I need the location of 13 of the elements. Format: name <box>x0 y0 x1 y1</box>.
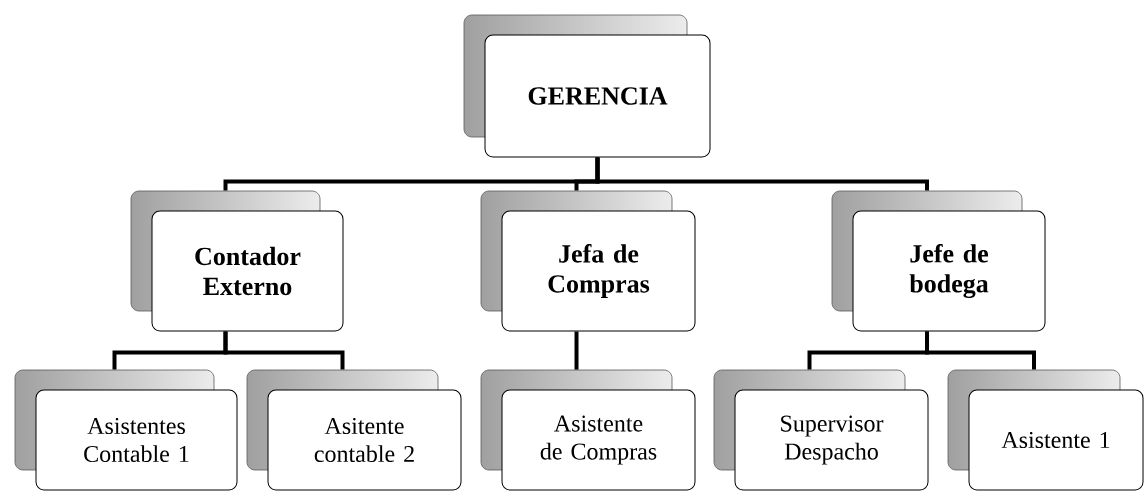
connector-line <box>595 157 929 191</box>
org-box: Asitente contable 2 <box>246 369 462 491</box>
org-box: Jefe de bodega <box>831 190 1046 332</box>
org-box: Jefa de Compras <box>480 190 696 332</box>
connector-line <box>574 331 579 370</box>
org-box: Contador Externo <box>130 190 344 332</box>
org-box: Asistentes Contable 1 <box>14 369 238 491</box>
org-box: GERENCIA <box>463 14 711 158</box>
connector-line <box>223 331 345 370</box>
org-box: Supervisor Despacho <box>713 369 929 491</box>
connector-line <box>925 331 1036 370</box>
org-box: Asistente 1 <box>947 369 1144 491</box>
org-box: Asistente de Compras <box>480 369 696 491</box>
